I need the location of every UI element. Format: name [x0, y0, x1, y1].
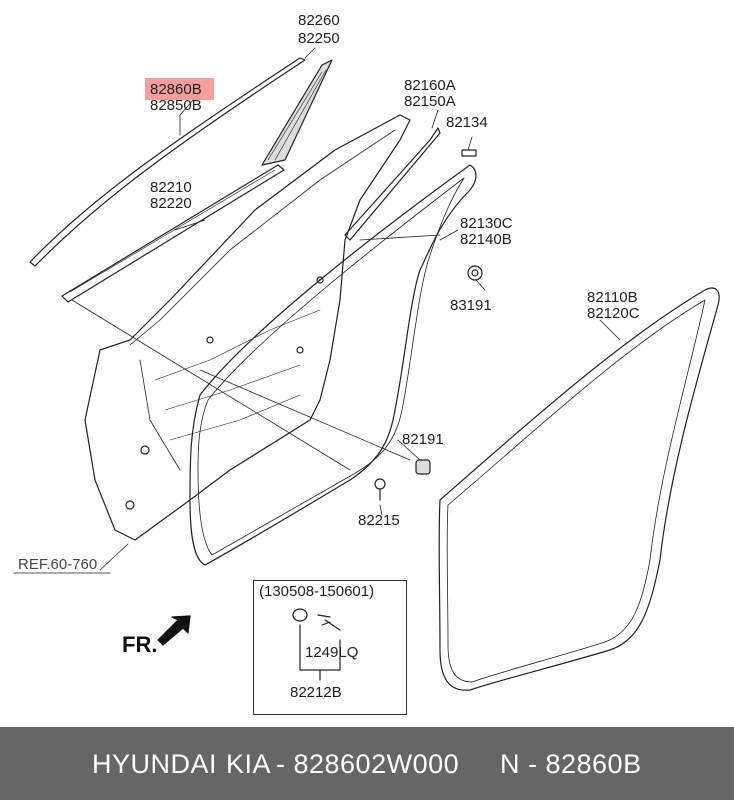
- label-82260: 82260: [298, 12, 340, 29]
- label-82130c: 82130C: [460, 215, 513, 232]
- door-body: [84, 114, 411, 541]
- label-82134: 82134: [446, 114, 488, 131]
- weatherstrip-82130c: [189, 164, 477, 566]
- label-82160a: 82160A: [404, 77, 456, 94]
- reference-label: REF.60-760: [18, 556, 98, 573]
- label-82215: 82215: [358, 512, 400, 529]
- plug-83191: [467, 265, 483, 281]
- footer-bar: HYUNDAI KIA - 828602W000 N - 82860B: [0, 727, 734, 800]
- front-label: FR.: [122, 632, 158, 657]
- garnish-82260: [261, 59, 333, 166]
- bumper-82191: [415, 459, 431, 475]
- label-82250: 82250: [298, 30, 340, 47]
- label-82212b: 82212B: [290, 684, 342, 701]
- weatherstrip-82110b: [438, 287, 720, 691]
- clip-82134: [461, 149, 477, 157]
- footer-part-number: - 828602W000: [276, 749, 460, 779]
- label-1249lq: 1249LQ: [305, 644, 359, 661]
- screw-82215: [374, 478, 386, 501]
- beltline-82210: [61, 164, 285, 303]
- footer-label-ref: N - 82860B: [500, 749, 642, 779]
- label-82150a: 82150A: [404, 93, 456, 110]
- label-82860b: 82860B: [150, 81, 202, 98]
- label-82110b: 82110B: [587, 289, 638, 306]
- label-82220: 82220: [150, 195, 192, 212]
- label-82210: 82210: [150, 179, 192, 196]
- label-82120c: 82120C: [587, 305, 640, 322]
- footer-brand: HYUNDAI: [92, 749, 218, 779]
- inset-parts: [292, 608, 341, 681]
- inset-date-range: (130508-150601): [259, 583, 375, 600]
- label-82850b: 82850B: [150, 97, 202, 114]
- footer-make: KIA: [226, 749, 272, 779]
- highlight-box: [145, 78, 214, 100]
- label-82191: 82191: [402, 431, 444, 448]
- parts-diagram: [13, 47, 720, 691]
- inset-box: [253, 580, 407, 715]
- label-83191: 83191: [450, 297, 492, 314]
- label-82140b: 82140B: [460, 231, 512, 248]
- strip-82160a: [344, 127, 441, 241]
- leader-lines: [71, 47, 621, 571]
- front-arrow-icon: [157, 615, 191, 646]
